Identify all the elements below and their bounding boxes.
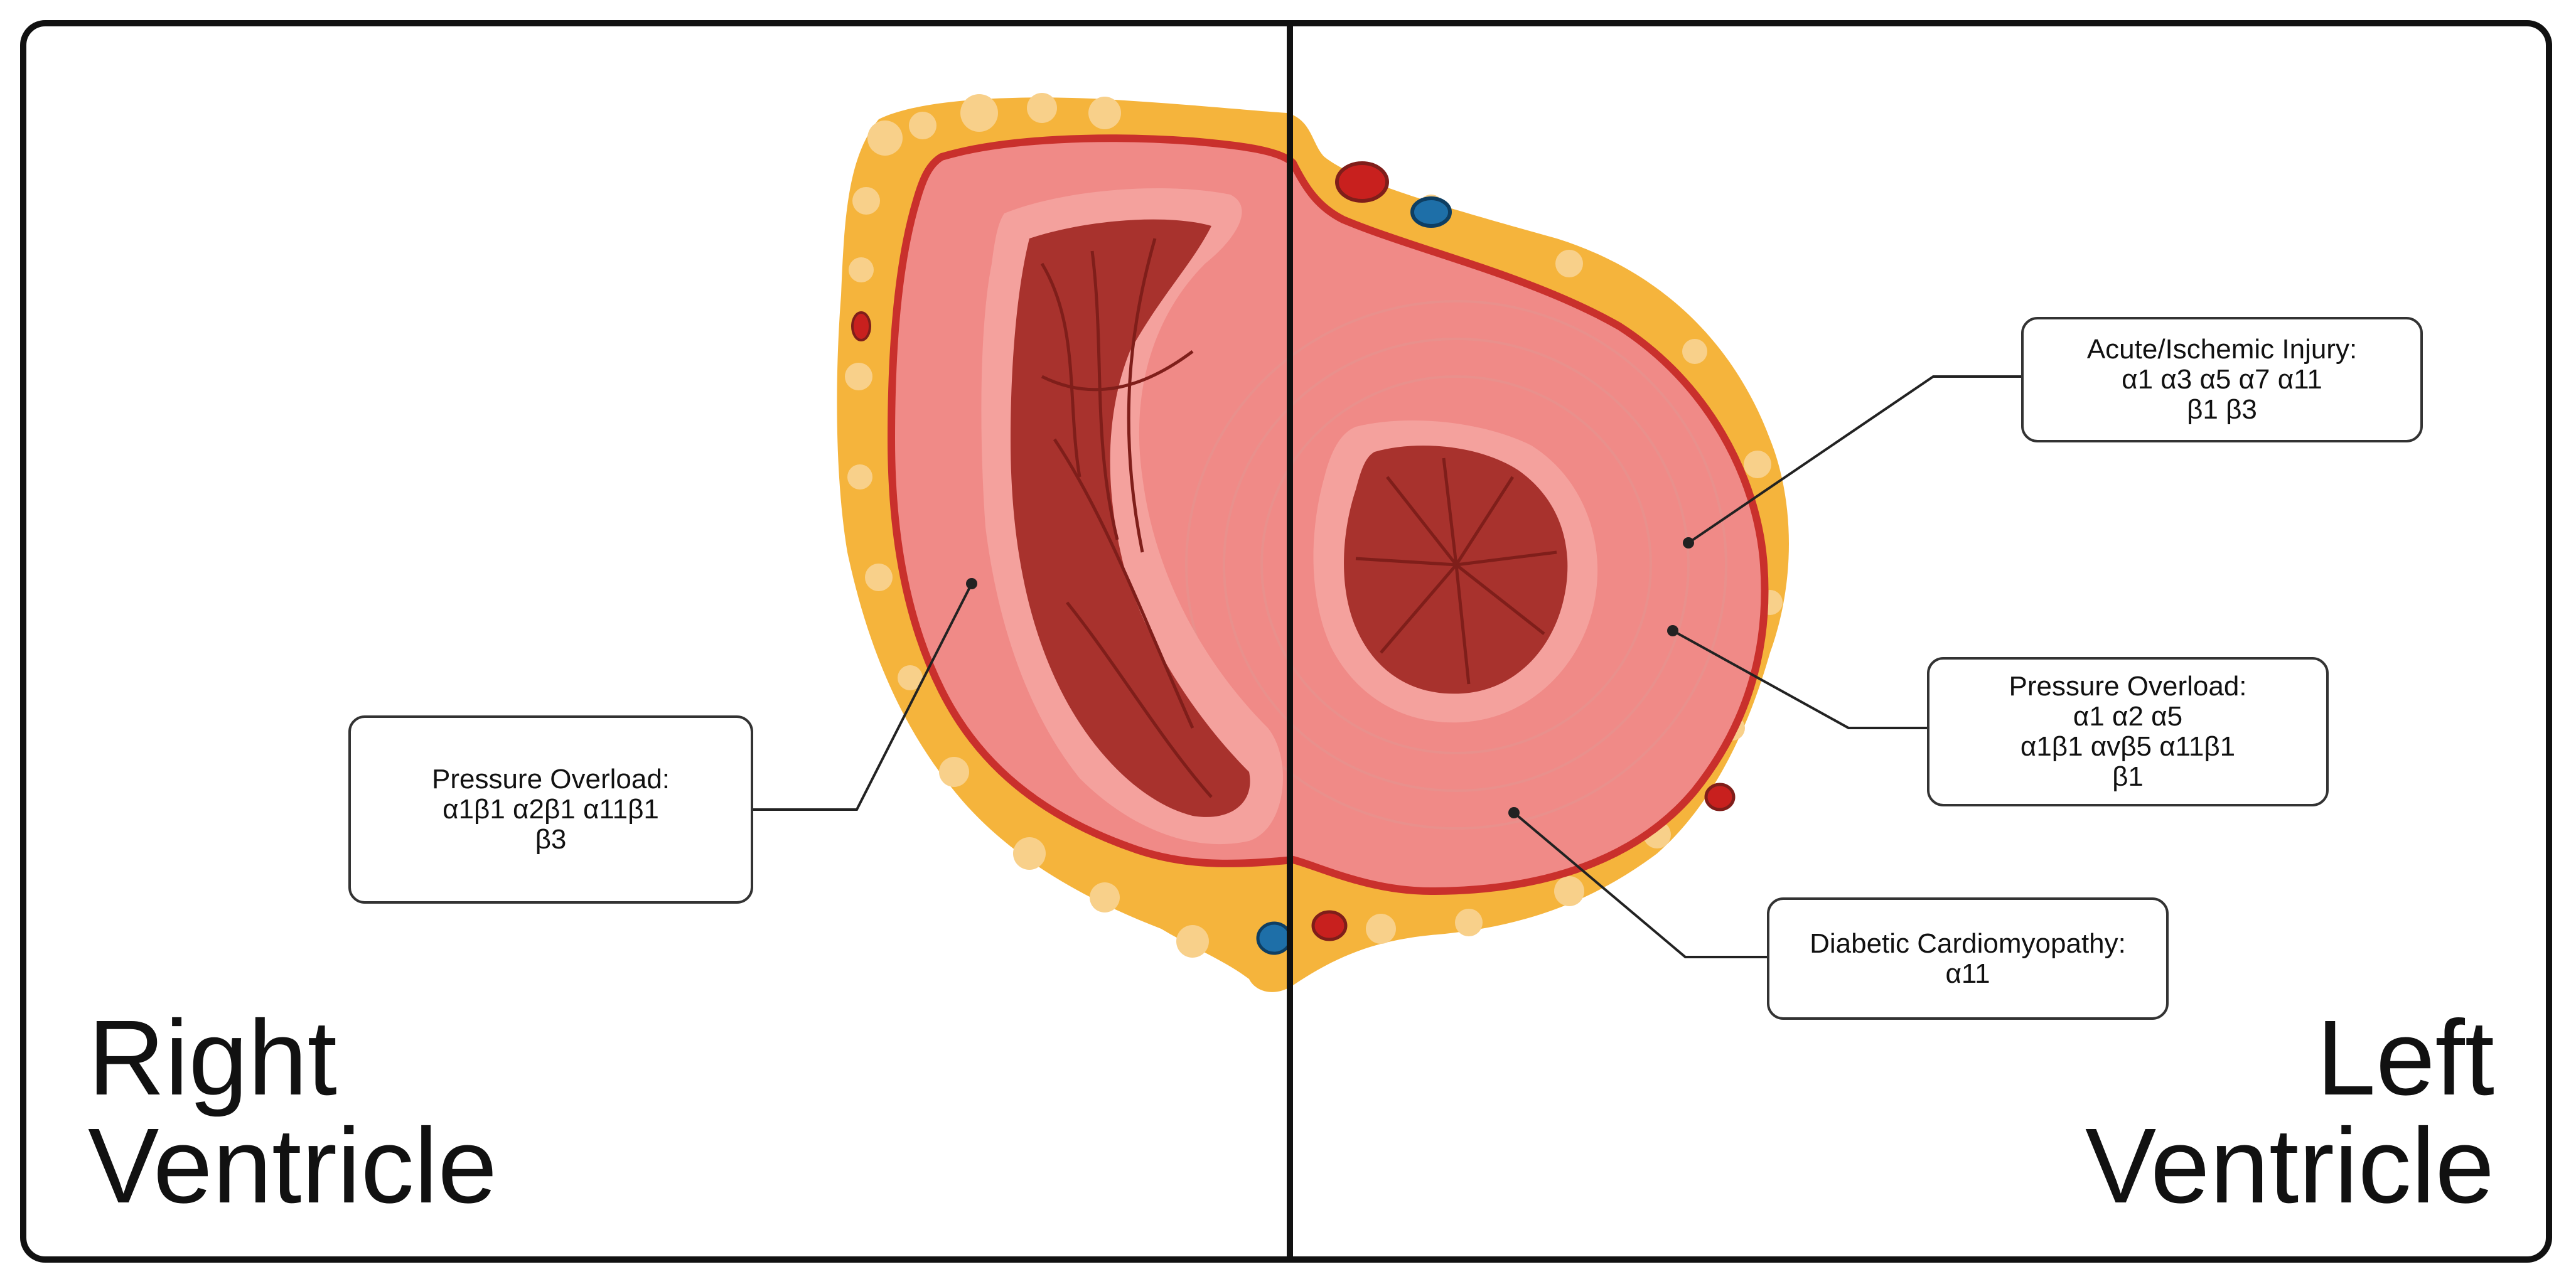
- vessel-artery: [1311, 910, 1348, 941]
- vessel-artery: [851, 311, 871, 341]
- callout-title: Pressure Overload:: [2009, 671, 2247, 702]
- callout-title: Diabetic Cardiomyopathy:: [1810, 928, 2126, 959]
- panel-label-line: Ventricle: [88, 1106, 498, 1226]
- callout-title: Acute/Ischemic Injury:: [2086, 334, 2358, 365]
- figure-frame: [20, 20, 2552, 1263]
- callout-lv-diabetic-cardiomyopathy: Diabetic Cardiomyopathy: α11: [1767, 897, 2169, 1020]
- callout-line: α1 α3 α5 α7 α11: [2122, 364, 2322, 395]
- callout-lv-pressure-overload: Pressure Overload: α1 α2 α5 α1β1 αvβ5 α1…: [1927, 657, 2329, 806]
- callout-line: β3: [535, 824, 567, 855]
- callout-line: β1 β3: [2187, 394, 2257, 425]
- callout-line: α1β1 αvβ5 α11β1: [2020, 731, 2236, 762]
- callout-line: β1: [2112, 761, 2144, 792]
- panel-label-line: Right: [88, 998, 337, 1118]
- callout-line: α11: [1945, 958, 1990, 989]
- leader-lv-diabetic: [1513, 811, 1767, 958]
- rv-trabecular-strands: [1040, 238, 1213, 798]
- callout-title: Pressure Overload:: [431, 764, 670, 794]
- panel-label-line: Left: [2316, 998, 2494, 1118]
- callout-rv-pressure-overload: Pressure Overload: α1β1 α2β1 α11β1 β3: [348, 715, 753, 904]
- callout-line: α1 α2 α5: [2073, 701, 2183, 732]
- leader-rv-pressure: [753, 583, 973, 811]
- panel-divider: [1287, 20, 1293, 1263]
- myocardial-rings: [1185, 300, 1727, 830]
- callout-line: α1β1 α2β1 α11β1: [443, 794, 659, 825]
- leader-lines: [753, 375, 2021, 958]
- panel-label-line: Ventricle: [2085, 1106, 2494, 1226]
- vessel-vein: [1410, 196, 1452, 228]
- leader-dots: [966, 537, 1694, 818]
- leader-lv-ischemic: [1687, 375, 2021, 544]
- leader-lv-pressure: [1672, 629, 1927, 729]
- vessel-artery: [1704, 783, 1736, 811]
- panel-label-right-ventricle: Right Ventricle: [88, 1004, 497, 1220]
- vessel-artery: [1335, 161, 1389, 203]
- lv-trabecular-strands: [1355, 457, 1557, 685]
- callout-lv-acute-ischemic-injury: Acute/Ischemic Injury: α1 α3 α5 α7 α11 β…: [2021, 317, 2423, 442]
- panel-label-left-ventricle: Left Ventricle: [2085, 1004, 2494, 1220]
- fat-lobules: [845, 93, 1783, 958]
